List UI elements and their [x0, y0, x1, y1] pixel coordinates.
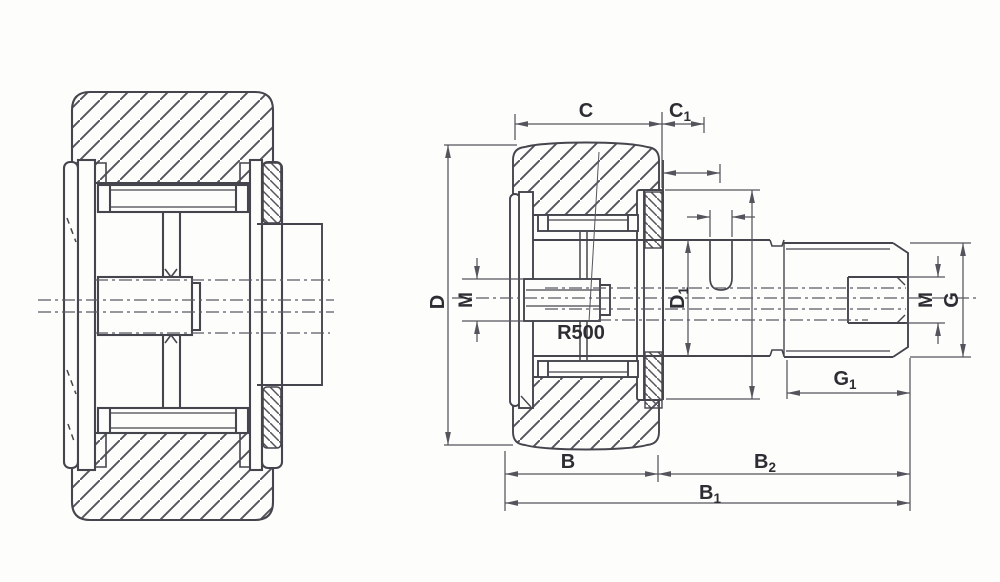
dim-flange-diameter: [665, 189, 760, 400]
dim-m-right: [905, 256, 945, 344]
centerlines: [38, 279, 980, 334]
dim-d: [444, 144, 517, 446]
dim-grease-position: [663, 164, 721, 183]
rollers-top: [537, 214, 639, 232]
label-b1-sub: 1: [713, 491, 721, 506]
outer-ring-top-band: [70, 90, 275, 185]
label-g1-base: G: [833, 368, 849, 390]
r500-leader: [588, 151, 600, 323]
left-side-plate: [62, 158, 97, 472]
label-c1-base: C: [669, 100, 683, 122]
stud-shank: [662, 160, 785, 400]
label-b1: B1: [699, 482, 721, 506]
label-g1-sub: 1: [849, 377, 857, 392]
stud-flange: [636, 189, 664, 409]
label-d1-base: D: [667, 295, 689, 309]
dim-c1: [662, 117, 705, 133]
label-c1: C1: [669, 100, 691, 124]
label-b2-sub: 2: [768, 460, 776, 475]
outer-ring-bottom-band: [70, 431, 275, 522]
crowned-outer-ring-bottom: [512, 376, 660, 451]
needle-rollers-bottom: [96, 406, 250, 435]
label-d1: D1: [667, 287, 691, 309]
label-b: B: [561, 451, 575, 473]
label-r500: R500: [557, 322, 605, 344]
label-b1-base: B: [699, 482, 713, 504]
label-g1: G1: [833, 368, 857, 392]
label-d: D: [427, 295, 449, 309]
ring-corner-notches: [95, 162, 250, 468]
stud-raceway: [533, 232, 663, 360]
end-slot: [847, 276, 907, 324]
label-d1-sub: 1: [676, 287, 691, 295]
seal-lip-marks: [66, 217, 77, 445]
right-view-stud-section: [509, 141, 909, 451]
label-m-right: M: [916, 292, 937, 308]
dim-g1: [786, 360, 910, 399]
label-g: G: [941, 292, 963, 308]
right-side-plate: [248, 158, 284, 472]
left-view-roller-section: [62, 90, 323, 522]
stud-thread: [783, 242, 909, 358]
dimensions: [444, 112, 971, 511]
rollers-bottom: [537, 360, 639, 378]
dim-grease-width: [687, 210, 755, 237]
dim-g: [910, 242, 971, 358]
label-c1-sub: 1: [683, 109, 691, 124]
label-b2: B2: [754, 451, 776, 475]
cage-pin: [161, 212, 182, 408]
dim-m-left: [462, 258, 524, 342]
crowned-outer-ring-top: [512, 141, 660, 216]
stud-head-block: [96, 275, 202, 337]
label-c: C: [579, 100, 593, 122]
label-b2-base: B: [754, 451, 768, 473]
label-m-left: M: [456, 292, 477, 308]
grease-hole: [709, 240, 733, 291]
projected-shank-outline: [257, 223, 323, 386]
needle-rollers-top: [96, 183, 250, 214]
stud-left-end-slot: [523, 278, 611, 322]
dimension-labels: C C1 D M R500 D1 M G G1 B B2 B1: [427, 100, 963, 506]
